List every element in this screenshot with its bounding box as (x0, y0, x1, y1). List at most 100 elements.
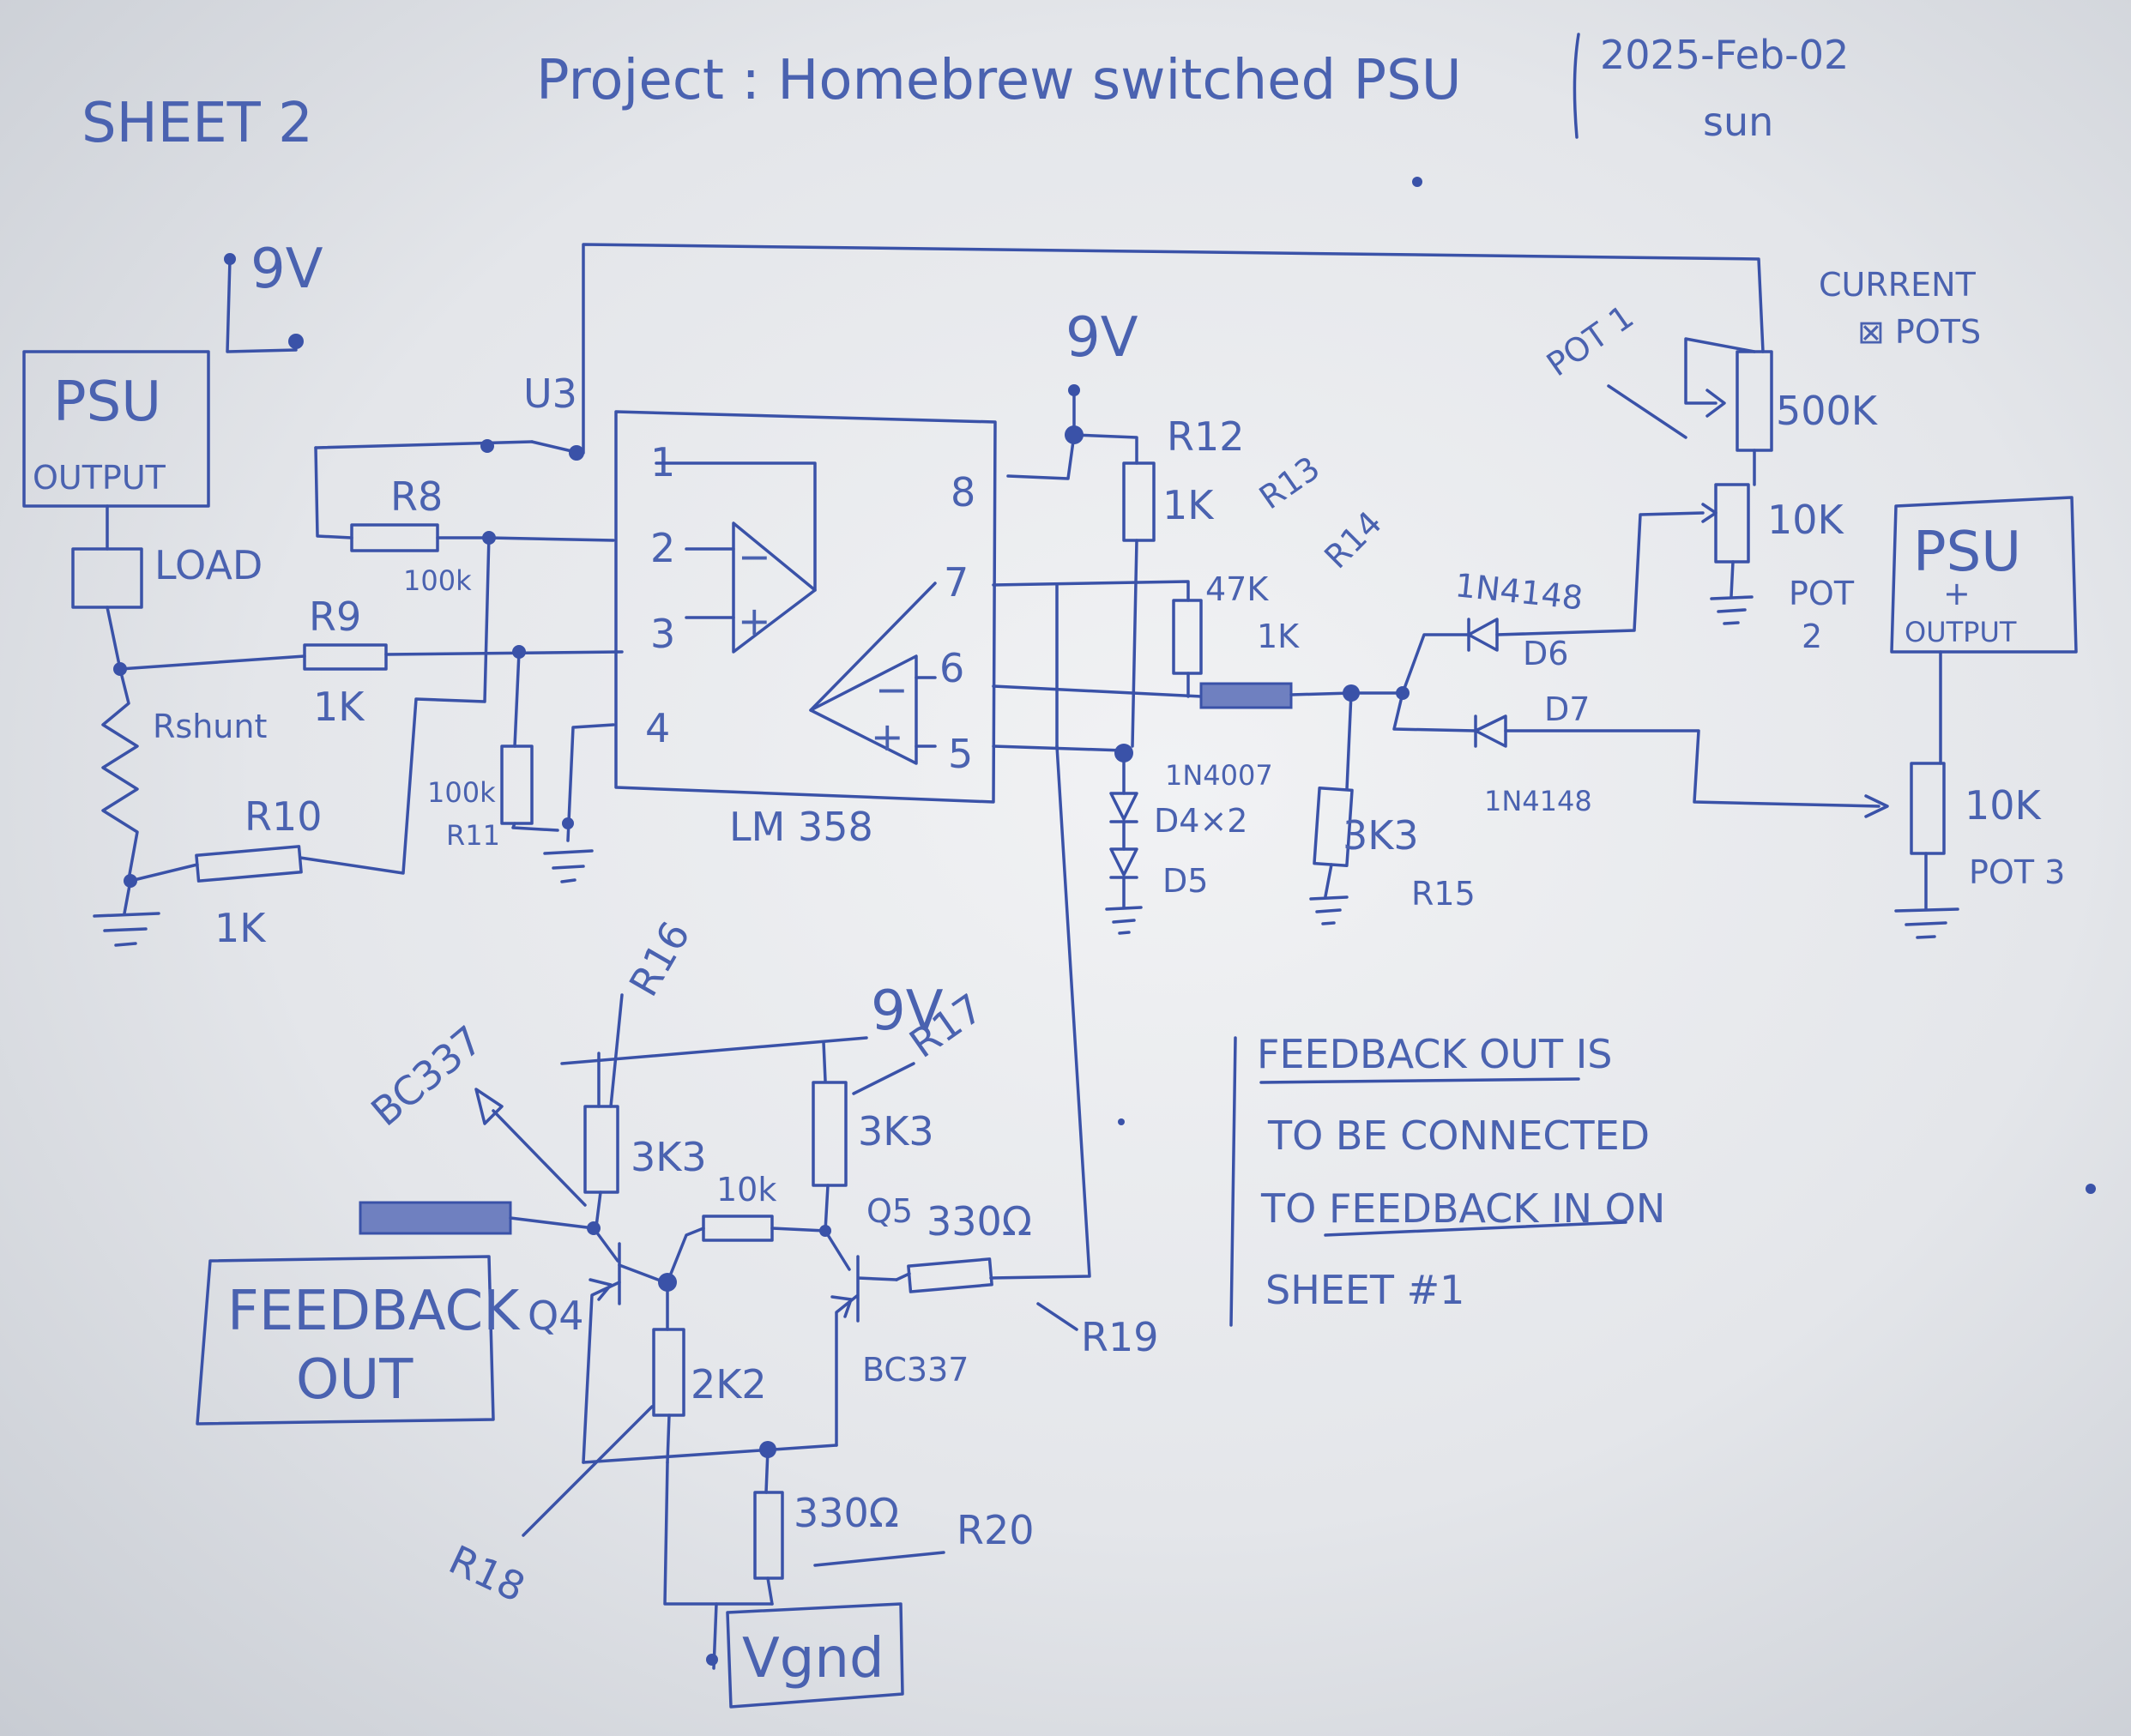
project-title: Project : Homebrew switched PSU (536, 49, 1462, 112)
pot2-ref-line2: 2 (1802, 618, 1822, 655)
ground-symbol-diodes (1105, 906, 1143, 935)
q5-ref: Q5 (866, 1192, 913, 1230)
wire-r18-down (666, 1414, 671, 1464)
r15-ref: R15 (1411, 875, 1476, 913)
resistor-r18 (652, 1328, 685, 1417)
ground-symbol-shunt (93, 912, 160, 947)
opamp-a-minus: − (738, 533, 771, 580)
header-date: 2025-Feb-02 (1600, 32, 1849, 78)
r18-value: 2K2 (691, 1361, 767, 1407)
feedback-out-line1: FEEDBACK (227, 1280, 521, 1343)
bc337-leader (492, 1109, 587, 1207)
pin-4-label: 4 (645, 705, 670, 751)
bc337-pointer-arrow (474, 1088, 504, 1125)
r14-ref: R14 (1317, 503, 1389, 576)
psu-output-box-right (1890, 496, 2078, 654)
opamp-b-triangle (809, 654, 918, 765)
note-margin-line (1229, 1036, 1237, 1327)
r8-ref: R8 (390, 473, 443, 520)
wire-10k-q5 (770, 1227, 827, 1233)
resistor-r12 (1122, 461, 1156, 542)
wire-feedback-node (509, 1216, 595, 1230)
wire-emitter-common (582, 1444, 838, 1464)
wire-pin4-ground (566, 723, 615, 842)
r13-value: 47K (1205, 570, 1269, 608)
psu-output-box-left (22, 350, 210, 508)
wire-down-to-r19 (989, 744, 1091, 1280)
wire-pin6-r14 (992, 684, 1203, 698)
d6-part-label: 1N4148 (1453, 566, 1585, 617)
wire-shunt-ground (123, 879, 132, 915)
node-pin2 (482, 531, 496, 545)
node-pin1 (569, 445, 584, 461)
note-underline-2 (1324, 1221, 1627, 1237)
wire-q5-r19 (895, 1272, 911, 1281)
opamp-a-triangle (732, 521, 817, 654)
d7-part-label: 1N4148 (1484, 785, 1592, 817)
node-r8-top (480, 439, 494, 453)
diode-part-label: 1N4007 (1165, 759, 1273, 792)
r20-ref: R20 (957, 1507, 1035, 1553)
r18-leader (522, 1405, 654, 1537)
wire-r12-down (1131, 539, 1138, 748)
wire-r8-pin2 (436, 536, 615, 542)
resistor-r20 (753, 1491, 784, 1580)
opamp-a-plus: + (738, 598, 771, 644)
feedback-out-box (196, 1255, 495, 1426)
wire-r20-down (766, 1576, 774, 1606)
ground-symbol-pot3 (1894, 907, 1959, 939)
ground-symbol-opamp (543, 849, 594, 883)
pin-8-label: 8 (951, 469, 975, 515)
resistor-r11 (500, 744, 534, 825)
pot3-resistor (1910, 762, 1946, 855)
current-pots-label-line2: ⊠ POTS (1857, 313, 1981, 351)
pot1-value: 500K (1776, 388, 1879, 434)
wire-q4-base (592, 1227, 619, 1263)
wire-node-d7 (1392, 691, 1477, 732)
pot2-ref-line1: POT (1789, 575, 1855, 612)
pot2-value: 10K (1767, 497, 1845, 543)
r17-leader (852, 1062, 915, 1095)
bc337-label-top: BC337 (362, 1016, 491, 1135)
q5-leads (824, 1229, 898, 1447)
opamp-b-minus: − (875, 666, 909, 713)
psu-box-left-title: PSU (53, 371, 161, 434)
current-pots-label-line1: CURRENT (1819, 266, 1977, 304)
pot2-wiper-arrow (1701, 503, 1717, 523)
right-section: CURRENT ⊠ POTS POT 1 500K 10K POT 2 PSU … (1540, 266, 2078, 939)
r9-ref: R9 (309, 594, 361, 640)
node-vgnd (706, 1654, 718, 1666)
middle-section: 9V R12 1K 47K R13 1K R14 (989, 306, 1889, 1280)
header: SHEET 2 Project : Homebrew switched PSU … (81, 32, 1849, 155)
d4-label: D4×2 (1154, 802, 1247, 840)
opamp-package (614, 410, 997, 804)
opamp-ref: U3 (523, 371, 577, 417)
q5-emitter-arrow (830, 1295, 853, 1318)
resistor-r19 (907, 1257, 993, 1293)
wire-pin7-r13 (992, 580, 1190, 602)
resistor-r17 (812, 1081, 848, 1187)
r18-ref: R18 (442, 1536, 532, 1611)
r16-value: 3K3 (631, 1134, 707, 1180)
vgnd-box (726, 1602, 904, 1709)
note-line3: TO FEEDBACK IN ON (1260, 1185, 1665, 1232)
r16-leader (609, 993, 624, 1108)
diode-d7 (1474, 714, 1507, 748)
ground-symbol-pot2 (1710, 595, 1754, 625)
supply-9v-label-bottom: 9V (871, 980, 944, 1043)
wire-d6-pot2 (1495, 511, 1705, 636)
r13-ref: R13 (1253, 449, 1326, 516)
wire-vgnd-bus (663, 1461, 774, 1606)
note-underline-1 (1259, 1077, 1580, 1084)
wire-feedback-top (314, 440, 534, 449)
ink-dot (2086, 1184, 2096, 1194)
r19-ref: R19 (1081, 1314, 1159, 1360)
bottom-section: 9V R16 3K3 R17 3K3 BC337 FEEDBACK OUT (196, 913, 1159, 1709)
r14-value: 1K (1257, 618, 1300, 655)
d6-label: D6 (1523, 635, 1568, 672)
feedback-out-line2: OUT (296, 1348, 414, 1412)
opamp-a-wiring (655, 461, 817, 619)
pot3-ref: POT 3 (1969, 853, 2065, 891)
resistor-link-10k (702, 1215, 774, 1242)
